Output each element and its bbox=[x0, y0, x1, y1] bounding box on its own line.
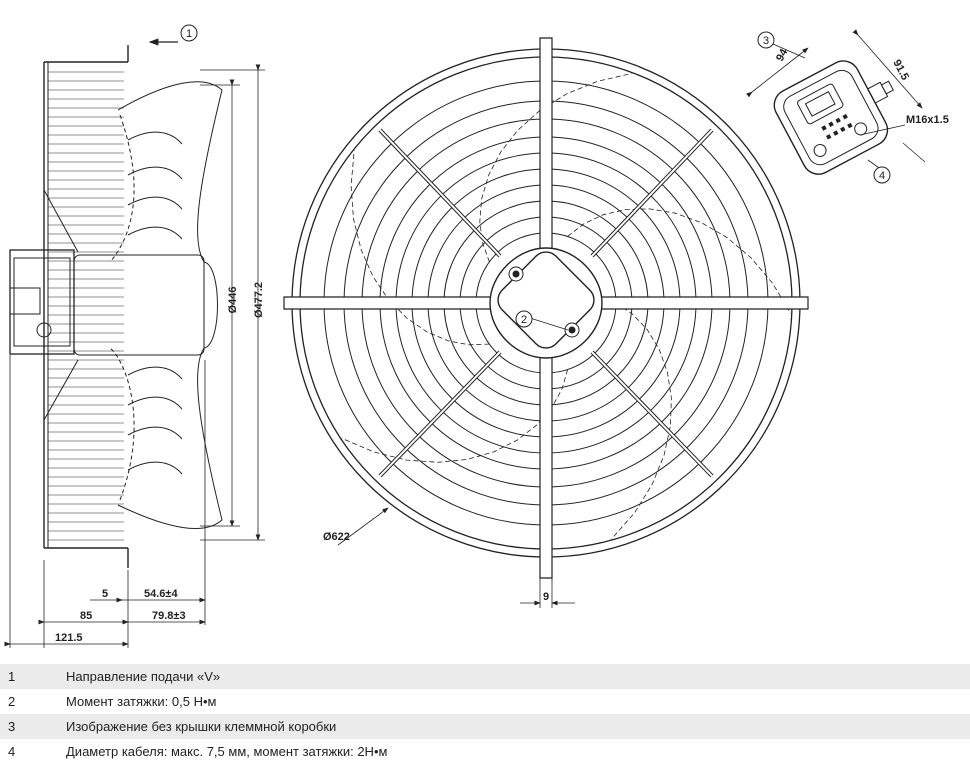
svg-text:1: 1 bbox=[186, 28, 192, 40]
legend-text: Изображение без крышки клеммной коробки bbox=[66, 719, 337, 734]
legend-row: 4 Диаметр кабеля: макс. 7,5 мм, момент з… bbox=[0, 739, 970, 764]
svg-text:4: 4 bbox=[879, 170, 885, 182]
blade-edge bbox=[127, 396, 183, 410]
dim-85: 85 bbox=[80, 610, 92, 622]
fan-blade bbox=[341, 369, 568, 463]
blade-edge bbox=[127, 461, 183, 475]
dim-d477: Ø477.2 bbox=[253, 282, 265, 318]
legend-num: 3 bbox=[8, 719, 16, 734]
blade-edge bbox=[127, 226, 183, 240]
callout-1: 1 bbox=[180, 24, 198, 42]
dim-54: 54.6±4 bbox=[144, 588, 178, 600]
callout-4: 4 bbox=[873, 166, 891, 184]
fan-technical-drawing: Ø446 Ø477.2 5 54.6±4 85 79.8±3 121.5 1 bbox=[4, 24, 949, 648]
blade-edge bbox=[127, 196, 183, 210]
fan-blade bbox=[479, 73, 632, 263]
fan-blade bbox=[567, 208, 792, 314]
dim-94: 94 bbox=[774, 46, 791, 63]
legend-num: 2 bbox=[8, 694, 16, 709]
side-dimensions bbox=[4, 38, 265, 648]
front-dimensions bbox=[337, 507, 575, 608]
side-view bbox=[9, 45, 223, 568]
front-view bbox=[283, 37, 809, 579]
legend-text: Направление подачи «V» bbox=[66, 669, 221, 684]
blade-edge bbox=[127, 131, 183, 145]
legend-row: 3 Изображение без крышки клеммной коробк… bbox=[0, 714, 970, 739]
callout-2: 2 bbox=[515, 310, 533, 328]
blade-edge bbox=[127, 366, 183, 380]
dim-d622: Ø622 bbox=[323, 531, 350, 543]
dim-d446: Ø446 bbox=[227, 287, 239, 314]
legend-text: Момент затяжки: 0,5 Н•м bbox=[66, 694, 217, 709]
fan-blade bbox=[350, 150, 490, 346]
dim-79: 79.8±3 bbox=[152, 610, 186, 622]
legend-num: 1 bbox=[8, 669, 16, 684]
legend-text: Диаметр кабеля: макс. 7,5 мм, момент зат… bbox=[66, 744, 388, 759]
dim-5: 5 bbox=[102, 588, 108, 600]
dim-121: 121.5 bbox=[55, 632, 83, 644]
dim-9: 9 bbox=[543, 591, 549, 603]
terminal-box-detail bbox=[773, 60, 894, 175]
legend-row: 2 Момент затяжки: 0,5 Н•м bbox=[0, 689, 970, 714]
svg-text:2: 2 bbox=[521, 314, 527, 326]
fan-blade bbox=[611, 302, 672, 540]
svg-text:3: 3 bbox=[763, 35, 769, 47]
dim-thread: M16x1.5 bbox=[906, 114, 949, 126]
blade-edge bbox=[127, 166, 183, 180]
legend-row: 1 Направление подачи «V» bbox=[0, 664, 970, 689]
dim-91: 91.5 bbox=[890, 58, 911, 83]
callout-3: 3 bbox=[757, 31, 775, 49]
legend-num: 4 bbox=[8, 744, 16, 759]
legend-table: 1 Направление подачи «V» 2 Момент затяжк… bbox=[0, 664, 970, 764]
blade-edge bbox=[127, 426, 183, 440]
